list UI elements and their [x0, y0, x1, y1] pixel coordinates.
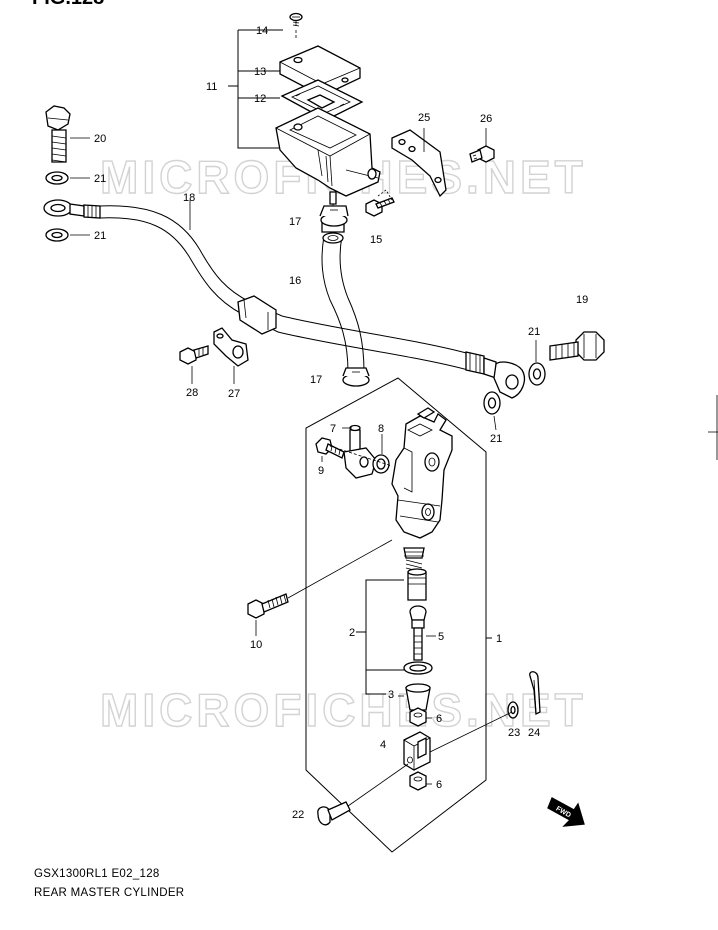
callout-21-mid: 21: [94, 230, 106, 242]
clevis-washer: [429, 701, 519, 753]
inlet-screw: [315, 437, 345, 462]
model-code: GSX1300RL1 E02_128: [34, 868, 160, 880]
callout-14: 14: [256, 25, 268, 37]
callout-21-top: 21: [94, 173, 106, 185]
circlip: [403, 661, 433, 675]
callout-24: 24: [528, 727, 540, 739]
callout-3: 3: [388, 689, 394, 701]
master-cylinder-body: [391, 407, 453, 539]
callout-21-lower: 21: [490, 433, 502, 445]
callout-6-top: 6: [436, 713, 442, 725]
callout-25: 25: [418, 112, 430, 124]
sealing-washer-lower-1: [528, 340, 546, 386]
inlet-connector: [342, 424, 377, 479]
callout-11: 11: [206, 81, 217, 93]
hose-clamp-lower: [342, 367, 370, 387]
sealing-washer-upper-1: [45, 171, 90, 185]
mounting-bolt-long: [247, 539, 393, 636]
clevis-pin: [317, 763, 409, 826]
reservoir-diaphragm: [280, 79, 364, 121]
diagram-title: REAR MASTER CYLINDER: [34, 887, 185, 899]
hose-clamp-upper: [319, 205, 349, 227]
callout-17-top: 17: [289, 216, 301, 228]
hose-clip: [213, 327, 249, 384]
callout-2: 2: [349, 627, 355, 639]
bracket-bolt: [469, 128, 495, 163]
callout-18: 18: [183, 192, 195, 204]
callout-17-bottom: 17: [310, 374, 322, 386]
callout-9: 9: [318, 465, 324, 477]
callout-1: 1: [496, 633, 502, 645]
banjo-bolt-lower: [549, 331, 605, 361]
hose-clip-bolt: [179, 345, 209, 384]
callout-21-right: 21: [528, 326, 540, 338]
push-rod: [409, 605, 436, 661]
callout-20: 20: [94, 133, 106, 145]
callout-labels: 14 13 11 12 25 26 20 21 18 17 21 15 16 1…: [94, 25, 588, 821]
bracket-11: [237, 30, 290, 149]
callout-12: 12: [254, 93, 266, 105]
bracket-2: [356, 579, 404, 671]
reservoir-body: [275, 107, 381, 197]
callout-26: 26: [480, 113, 492, 125]
callout-15: 15: [370, 234, 382, 246]
assembly-outline: [305, 377, 487, 853]
callout-19: 19: [576, 294, 588, 306]
inlet-o-ring: [372, 434, 390, 474]
piston: [407, 568, 427, 601]
lock-nut-upper: [409, 707, 432, 727]
reservoir-hose: [321, 219, 365, 373]
reservoir-bracket: [391, 128, 447, 198]
callout-8: 8: [378, 423, 384, 435]
callout-6-bottom: 6: [436, 779, 442, 791]
callout-5: 5: [438, 631, 444, 643]
callout-23: 23: [508, 727, 520, 739]
sealing-washer-upper-2: [45, 228, 90, 242]
callout-7: 7: [330, 423, 336, 435]
callout-22: 22: [292, 809, 304, 821]
brake-hose: [43, 199, 526, 399]
sealing-washer-lower-2: [483, 391, 501, 431]
piston-spring: [403, 547, 425, 573]
dust-boot: [398, 683, 431, 711]
reservoir-screw: [289, 12, 303, 40]
banjo-bolt-upper: [45, 105, 90, 163]
cotter-pin: [529, 671, 541, 716]
figure-label: FIG.128: [32, 0, 104, 9]
callout-10: 10: [250, 639, 262, 651]
reservoir-group: [228, 12, 381, 214]
lock-nut-lower: [409, 771, 432, 791]
callout-4: 4: [380, 739, 386, 751]
watermark-bottom: MICROFICHES.NET: [100, 684, 587, 736]
forward-arrow-icon: FWD: [547, 797, 585, 827]
callout-16: 16: [289, 275, 301, 287]
reservoir-mounting-bolt: [365, 189, 395, 217]
callout-28: 28: [186, 387, 198, 399]
callout-27: 27: [228, 388, 240, 400]
callout-13: 13: [254, 66, 266, 78]
clevis: [403, 731, 431, 771]
